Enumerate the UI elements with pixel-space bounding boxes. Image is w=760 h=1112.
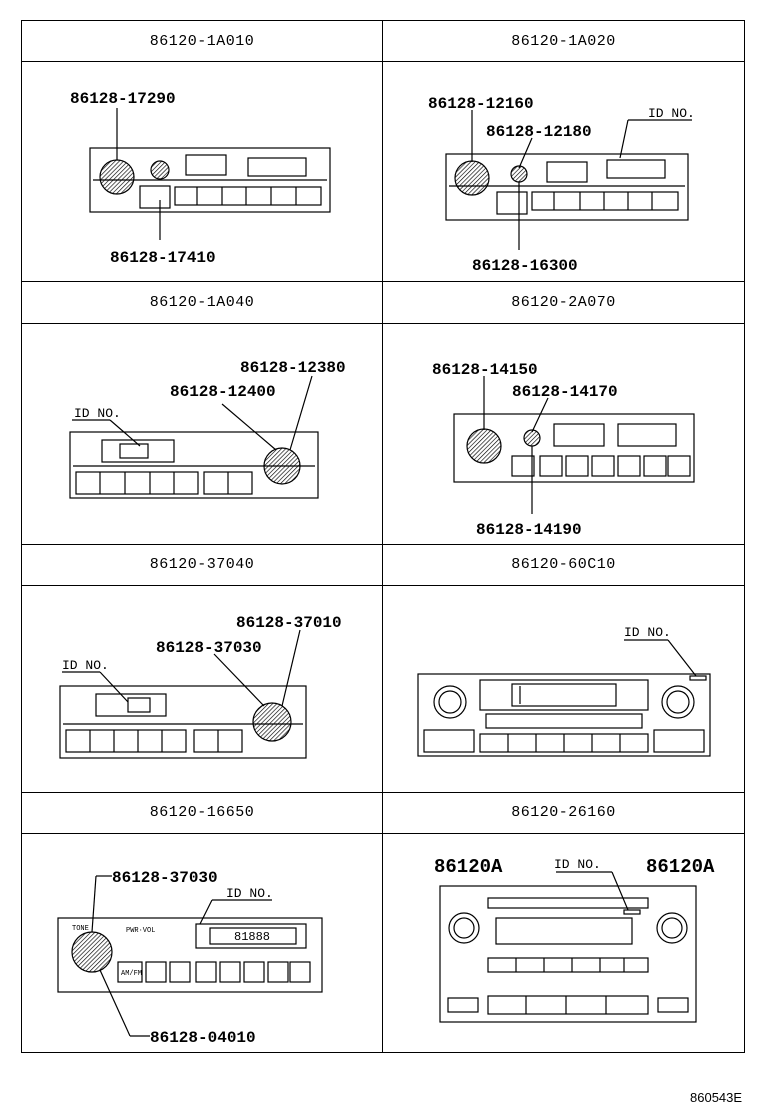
id-no-label: ID NO. [648, 106, 695, 121]
callout-label: 86128-14170 [512, 383, 618, 401]
small-knob-icon [523, 429, 541, 447]
part-number-header: 86120-16650 [149, 803, 255, 821]
tuning-knob-icon [252, 702, 292, 742]
part-number-header: 86120-1A020 [511, 32, 616, 50]
grid-line [22, 61, 744, 62]
grid-line [22, 544, 744, 545]
part-number-header: 86120-1A040 [149, 293, 255, 311]
grid-line [22, 323, 744, 324]
radio-drawing-1a020 [445, 110, 692, 250]
small-knob-icon [150, 160, 170, 180]
callout-label: 86128-14190 [476, 521, 582, 539]
grid-line [22, 585, 744, 586]
grid-line [22, 833, 744, 834]
id-no-label: ID NO. [226, 886, 273, 901]
tuning-knob-icon [99, 159, 135, 195]
callout-label: 86128-12160 [428, 95, 534, 113]
panel-label: TONE [72, 925, 89, 933]
tuning-knob-icon [71, 931, 113, 973]
callout-label: 86120A [434, 856, 503, 878]
display-readout: 81888 [234, 930, 270, 944]
tuning-knob-icon [466, 428, 502, 464]
callout-label: 86128-37030 [112, 869, 218, 887]
callout-label: 86128-37030 [156, 639, 262, 657]
grid-line [22, 792, 744, 793]
callout-label: 86128-12180 [486, 123, 592, 141]
button-label: AM/FM [121, 970, 142, 978]
callout-label: 86128-12400 [170, 383, 276, 401]
grid-divider [382, 21, 383, 1052]
radio-drawing-60c10 [417, 639, 711, 757]
tuning-knob-icon [454, 160, 490, 196]
radio-drawing-26160 [439, 871, 697, 1023]
id-no-label: ID NO. [62, 658, 109, 673]
callout-label: 86128-12380 [240, 359, 346, 377]
callout-label: 86128-17410 [110, 249, 216, 267]
id-no-label: ID NO. [624, 625, 671, 640]
small-knob-icon [510, 165, 528, 183]
callout-label: 86120A [646, 856, 715, 878]
part-number-header: 86120-60C10 [511, 555, 616, 573]
radio-drawing-37040 [59, 629, 307, 759]
callout-label: 86128-37010 [236, 614, 342, 632]
callout-label: 86128-14150 [432, 361, 538, 379]
id-no-label: ID NO. [554, 857, 601, 872]
parts-diagram-grid: 86120-1A010 86120-1A020 86120-1A040 8612… [21, 20, 745, 1053]
grid-line [22, 281, 744, 282]
radio-drawing-1a040 [69, 375, 319, 499]
callout-label: 86128-17290 [70, 90, 176, 108]
part-number-header: 86120-26160 [511, 803, 616, 821]
part-number-header: 86120-1A010 [149, 32, 255, 50]
callout-label: 86128-04010 [150, 1029, 256, 1047]
tuning-knob-icon [263, 447, 301, 485]
diagram-reference-code: 860543E [690, 1090, 743, 1105]
callout-label: 86128-16300 [472, 257, 578, 275]
radio-drawing-1a010 [89, 108, 331, 240]
part-number-header: 86120-37040 [149, 555, 255, 573]
id-no-label: ID NO. [74, 406, 121, 421]
radio-drawing-16650 [57, 875, 323, 1037]
part-number-header: 86120-2A070 [511, 293, 616, 311]
radio-drawing-2a070 [453, 376, 695, 514]
panel-label: PWR·VOL [126, 927, 155, 935]
